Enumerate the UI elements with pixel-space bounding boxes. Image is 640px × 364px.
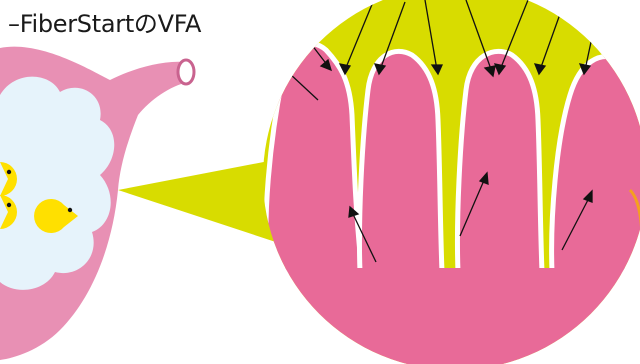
zoom-circle [260,0,640,364]
mucosa-base [260,268,640,364]
figure-label: –FiberStartのVFA [8,4,201,39]
label-dash-icon: – [8,10,20,38]
intestine-opening [178,60,194,84]
label-text: FiberStartのVFA [20,10,201,38]
